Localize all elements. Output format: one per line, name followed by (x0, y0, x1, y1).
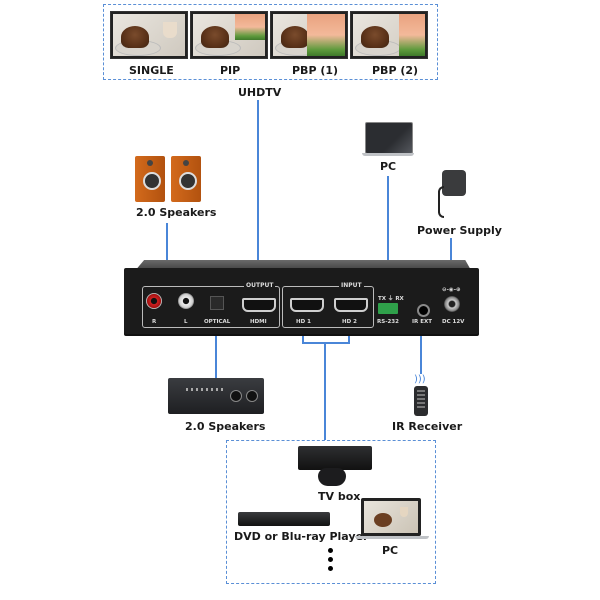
rca-l-label: L (184, 319, 188, 325)
ir-ext-port (417, 304, 430, 317)
rs232-label: RS-232 (377, 319, 399, 325)
amplifier-label: 2.0 Speakers (185, 420, 266, 433)
speakers-top-image (135, 156, 203, 202)
line-hd-sources (324, 342, 326, 440)
uhdtv-modes-frame (103, 4, 438, 80)
pc-source-label: PC (382, 544, 399, 557)
dc-polarity-label: ⊖-◉-⊕ (442, 287, 461, 293)
optical-port (210, 296, 224, 310)
power-supply-image (434, 170, 470, 218)
rca-r-label: R (152, 319, 157, 325)
line-optical-amp (215, 334, 217, 378)
input-group-frame (282, 286, 374, 328)
ir-receiver-label: IR Receiver (392, 420, 463, 433)
hd1-label: HD 1 (296, 319, 311, 325)
dvd-player-image (238, 512, 330, 526)
hd2-label: HD 2 (342, 319, 357, 325)
tv-mode-pip-image (190, 11, 268, 59)
hdmi-in-2-port (334, 298, 368, 312)
rca-l-port (178, 293, 194, 309)
switcher-rear-panel: OUTPUT INPUT R L OPTICAL HDMI HD 1 HD 2 … (124, 268, 479, 334)
pc-top-label: PC (380, 160, 397, 173)
line-pc-rs232 (387, 176, 389, 284)
line-speakers-rca (166, 223, 168, 285)
line-uhdtv-hdmi-out (257, 100, 259, 284)
pc-laptop-top-image (362, 122, 414, 156)
output-group-frame (142, 286, 280, 328)
tv-mode-single-image (110, 11, 188, 59)
tv-mode-pbp1-image (270, 11, 348, 59)
dvd-label: DVD or Blu-ray Player (234, 530, 369, 543)
speakers-top-label: 2.0 Speakers (136, 206, 217, 219)
mode-label-pbp1: PBP (1) (292, 64, 339, 77)
game-controller-image (318, 468, 346, 486)
power-supply-label: Power Supply (417, 224, 502, 237)
mode-label-pbp2: PBP (2) (372, 64, 419, 77)
input-group-label: INPUT (339, 282, 364, 289)
optical-label: OPTICAL (204, 319, 231, 325)
line-hd2 (348, 332, 350, 344)
line-irext-receiver (420, 334, 422, 374)
ir-remote-image (414, 386, 428, 416)
more-sources-dots (328, 548, 334, 571)
hdmi-in-1-port (290, 298, 324, 312)
rs232-terminal-port (378, 303, 398, 314)
txrx-label: TX ⏚ RX (378, 296, 404, 302)
tv-box-label: TV box (318, 490, 361, 503)
ir-ext-label: IR EXT (412, 319, 432, 325)
dc-label: DC 12V (442, 319, 465, 325)
hdmi-out-port (242, 298, 276, 312)
output-group-label: OUTPUT (244, 282, 276, 289)
tv-mode-pbp2-image (350, 11, 428, 59)
mode-label-pip: PIP (220, 64, 241, 77)
amplifier-image (168, 378, 264, 414)
mode-label-single: SINGLE (129, 64, 174, 77)
rca-r-port (146, 293, 162, 309)
pc-laptop-source-image (355, 498, 429, 540)
line-hd-bridge (302, 342, 350, 344)
hdmi-out-label: HDMI (250, 319, 267, 325)
tv-box-console-image (298, 446, 372, 470)
ir-signal-icon: ))) (414, 374, 426, 385)
dc-power-port (444, 296, 460, 312)
uhdtv-label: UHDTV (238, 86, 282, 99)
line-hd1 (302, 332, 304, 344)
input-sources-frame (226, 440, 436, 584)
